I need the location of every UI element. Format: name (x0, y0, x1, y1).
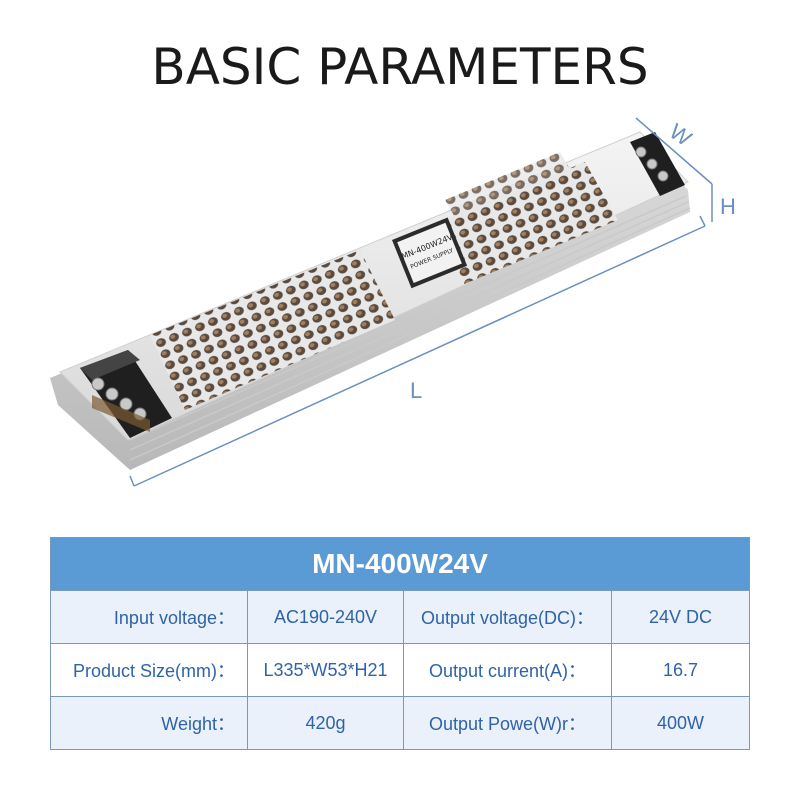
vent-holes-top (445, 152, 575, 226)
input-voltage-value: AC190-240V (247, 590, 404, 644)
dimension-lines (129, 117, 713, 487)
weight-label: Weight： (50, 696, 248, 750)
table-row: Weight： 420g Output Powe(W)r： 400W (50, 696, 751, 750)
spec-table-model: MN-400W24V (49, 537, 751, 591)
product-size-label: Product Size(mm)： (50, 643, 248, 697)
dimension-length-label: L (410, 378, 422, 403)
terminal-block-left (80, 350, 172, 438)
product-size-value: L335*W53*H21 (247, 643, 404, 697)
product-nameplate: MN-400W24V POWER SUPPLY (392, 217, 468, 289)
housing-ribs (129, 195, 691, 461)
weight-value: 420g (247, 696, 404, 750)
page-title: BASIC PARAMETERS (151, 38, 649, 96)
table-row: Input voltage： AC190-240V Output voltage… (50, 590, 751, 644)
dimension-height-label: H (720, 194, 736, 219)
input-voltage-label: Input voltage： (50, 590, 248, 644)
output-power-value: 400W (610, 696, 751, 750)
output-current-value: 16.7 (610, 643, 751, 697)
output-voltage-label: Output voltage(DC)： (403, 590, 612, 644)
vent-holes-left (150, 250, 395, 410)
vent-holes-right (430, 162, 618, 285)
spec-table: MN-400W24V Input voltage： AC190-240V Out… (49, 537, 751, 750)
product-illustration: MN-400W24V POWER SUPPLY L W H (50, 117, 736, 487)
output-current-label: Output current(A)： (403, 643, 612, 697)
table-row: Product Size(mm)： L335*W53*H21 Output cu… (50, 643, 751, 697)
output-power-label: Output Powe(W)r： (403, 696, 612, 750)
terminal-block-right (630, 132, 685, 196)
output-voltage-value: 24V DC (610, 590, 751, 644)
